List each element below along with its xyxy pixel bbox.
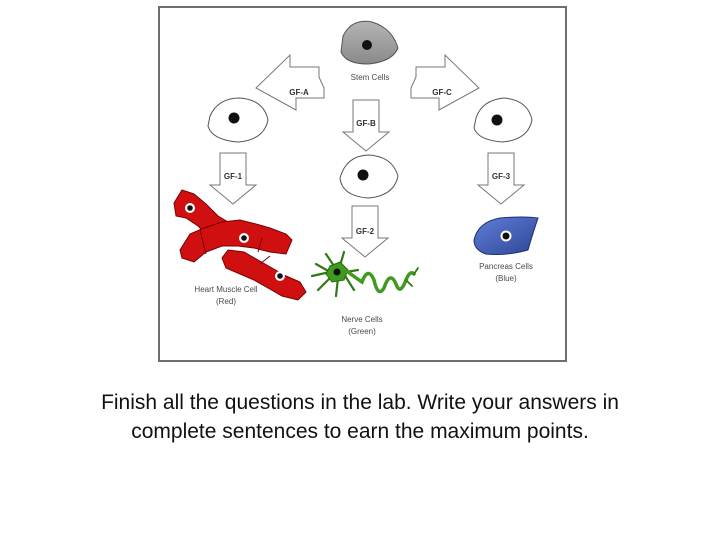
- gf-1-arrow: GF-1: [208, 152, 258, 205]
- stem-cell: [340, 20, 399, 65]
- heart-color-label: (Red): [216, 297, 236, 306]
- pancreas-nucleus: [502, 232, 510, 240]
- gf-a-label: GF-A: [289, 88, 309, 97]
- gf-c-label: GF-C: [432, 88, 452, 97]
- heart-muscle-label: Heart Muscle Cell: [194, 285, 257, 294]
- middle-progenitor-cell: [339, 154, 399, 199]
- left-progenitor-cell: [207, 97, 269, 143]
- gf-a-arrow: GF-A: [255, 53, 325, 111]
- pancreas-color-label: (Blue): [495, 274, 517, 283]
- heart-cell-nucleus-dot-1: [187, 205, 193, 211]
- nerve-cells-label: Nerve Cells: [341, 315, 382, 324]
- middle-progenitor-nucleus: [357, 169, 369, 181]
- gf-b-arrow: GF-B: [341, 99, 391, 152]
- lab-instructions-line-1: Finish all the questions in the lab. Wri…: [101, 391, 619, 414]
- stem-cell-nucleus: [362, 40, 372, 50]
- gf-1-label: GF-1: [224, 172, 243, 181]
- heart-cell-nucleus-dot-2: [241, 235, 247, 241]
- nerve-cell-nucleus: [333, 268, 341, 276]
- heart-muscle-cells: [173, 189, 307, 301]
- pancreas-cell: [473, 216, 539, 255]
- gf-c-arrow: GF-C: [410, 53, 480, 111]
- lab-instructions: Finish all the questions in the lab. Wri…: [0, 388, 720, 446]
- nerve-color-label: (Green): [348, 327, 376, 336]
- gf-2-label: GF-2: [356, 227, 375, 236]
- heart-cell-nucleus-dot-3: [277, 273, 283, 279]
- left-progenitor-nucleus: [228, 112, 240, 124]
- cell-differentiation-diagram: Stem Cells GF-A GF-C GF-B: [158, 6, 567, 362]
- gf-3-label: GF-3: [492, 172, 511, 181]
- nerve-cell: [310, 250, 419, 298]
- gf-b-label: GF-B: [356, 119, 376, 128]
- gf-3-arrow: GF-3: [476, 152, 526, 205]
- right-progenitor-nucleus: [491, 114, 503, 126]
- pancreas-cells-label: Pancreas Cells: [479, 262, 533, 271]
- diagram-canvas: Stem Cells GF-A GF-C GF-B: [173, 20, 539, 336]
- lab-instructions-line-2: complete sentences to earn the maximum p…: [131, 420, 589, 443]
- right-progenitor-cell: [473, 97, 533, 143]
- stem-cells-label: Stem Cells: [351, 73, 390, 82]
- gf-2-arrow: GF-2: [340, 205, 390, 258]
